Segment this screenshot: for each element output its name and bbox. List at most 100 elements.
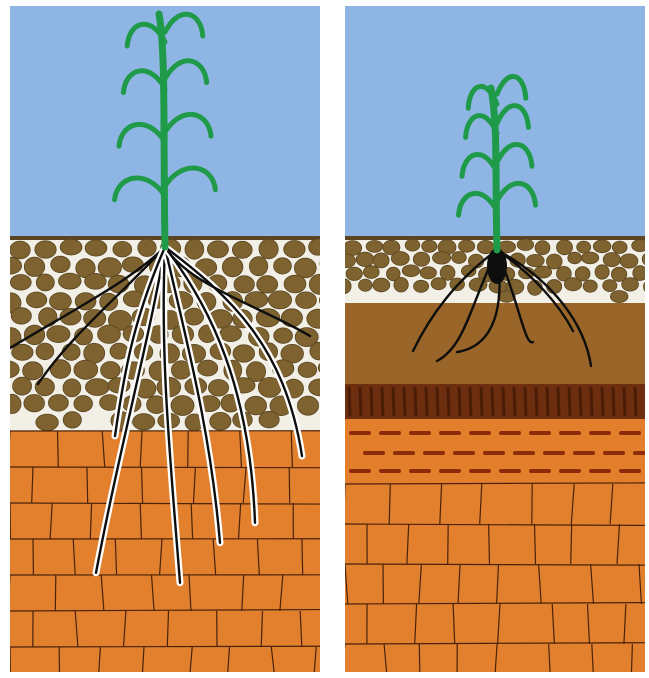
soil-clod [62, 344, 80, 361]
soil-clod [74, 396, 93, 412]
soil-clod [101, 362, 121, 379]
soil-clod [222, 257, 243, 277]
soil-clod [298, 362, 317, 377]
soil-clod [185, 239, 204, 259]
soil-clod [85, 240, 107, 256]
soil-clod [233, 345, 255, 362]
hardpan-texture [426, 387, 427, 416]
soil-clod [122, 257, 143, 272]
soil-clod [612, 241, 627, 253]
hardpan-layer [345, 384, 645, 419]
soil-clod [420, 267, 436, 279]
soil-clod [63, 379, 81, 397]
soil-clod [220, 326, 242, 342]
soil-clod [171, 396, 194, 416]
soil-clod [297, 396, 318, 415]
hardpan-texture [382, 387, 383, 416]
soil-clod [346, 267, 362, 280]
soil-clod [620, 254, 638, 268]
soil-clod [36, 274, 54, 291]
soil-clod [60, 239, 82, 255]
hardpan-texture [602, 387, 603, 416]
soil-clod [13, 377, 32, 395]
soil-clod [633, 266, 645, 281]
soil-clod [582, 252, 599, 264]
soil-clod [632, 240, 645, 252]
hardpan-texture [591, 387, 592, 416]
soil-clod [296, 292, 317, 309]
hardpan-texture [349, 387, 350, 416]
soil-clod [440, 265, 455, 280]
soil-clod [356, 252, 374, 266]
panel-shallow-roots-drawing [345, 6, 645, 672]
clay-crack-vertical [188, 431, 189, 467]
soil-clod [366, 241, 383, 253]
soil-clod [184, 308, 203, 325]
soil-clod [86, 379, 110, 396]
soil-clod [59, 273, 82, 289]
hardpan-texture [525, 387, 526, 416]
clay-crack-vertical [448, 524, 449, 564]
panel-deep-roots-drawing [10, 6, 320, 672]
soil-clod [547, 254, 563, 269]
soil-clod [24, 257, 44, 276]
hardpan-texture [481, 387, 482, 416]
soil-clod [133, 414, 155, 430]
soil-clod [583, 280, 597, 292]
soil-clod [568, 252, 582, 264]
soil-clod [345, 241, 362, 256]
soil-clod [98, 325, 121, 343]
hardpan-texture [635, 387, 636, 416]
soil-clod [603, 253, 620, 267]
clay-crack-vertical [302, 539, 303, 575]
soil-clod [210, 412, 231, 430]
soil-clod [198, 360, 218, 376]
hardpan-texture [558, 387, 559, 416]
panel-shallow-roots [345, 6, 645, 672]
soil-clod [402, 265, 419, 277]
soil-clod [47, 326, 70, 343]
soil-clod [622, 278, 639, 291]
soil-clod [138, 239, 156, 256]
clay-crack-vertical [419, 644, 420, 672]
soil-clod [50, 293, 72, 310]
soil-clod [36, 414, 59, 431]
soil-clod [452, 252, 467, 264]
soil-clod [234, 276, 254, 293]
soil-clod [610, 291, 628, 303]
soil-clod [74, 360, 98, 379]
soil-clod [359, 279, 373, 291]
soil-clod [23, 362, 43, 380]
clay-crack-vertical [55, 575, 56, 611]
soil-clod [281, 309, 302, 327]
soil-clod [564, 278, 581, 291]
soil-clod [85, 273, 107, 289]
soil-clod [577, 241, 591, 253]
soil-clod [63, 412, 81, 428]
soil-clod [36, 343, 54, 360]
soil-clod [268, 291, 291, 309]
soil-clod [113, 241, 132, 257]
hardpan-texture [470, 387, 471, 416]
soil-clod [35, 241, 56, 258]
soil-clod [257, 276, 278, 293]
hardpan-texture [624, 387, 625, 416]
soil-clod [245, 396, 267, 415]
soil-clod [10, 275, 31, 291]
soil-clod [405, 239, 420, 251]
clay-crack-horizontal [10, 467, 320, 468]
hardpan-texture [613, 387, 614, 416]
hardpan-texture [536, 387, 537, 416]
soil-clod [593, 240, 611, 253]
soil-clod [433, 252, 451, 264]
soil-clod [26, 292, 46, 308]
soil-clod [249, 257, 267, 276]
soil-clod [373, 278, 390, 292]
soil-clod [51, 256, 70, 272]
soil-clod [414, 280, 429, 292]
soil-clod [98, 258, 121, 277]
soil-clod [294, 258, 316, 278]
soil-clod [535, 241, 550, 255]
panel-deep-roots [10, 6, 320, 672]
